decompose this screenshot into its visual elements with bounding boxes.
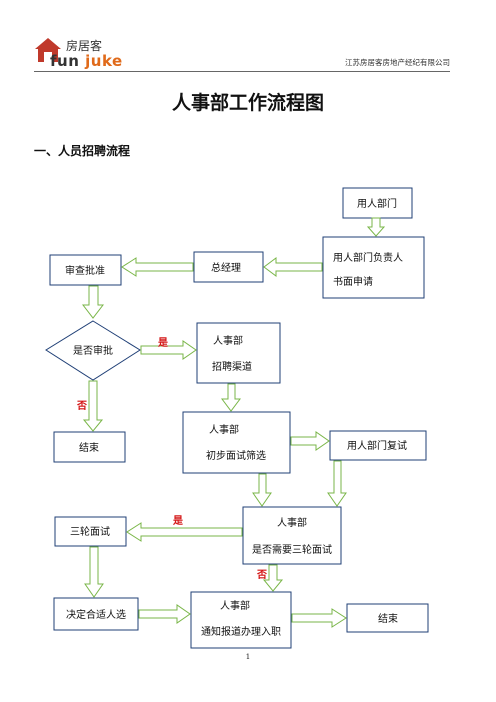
text-three-rounds: 三轮面试 bbox=[70, 525, 110, 538]
text-hr4-line2: 通知报道办理入职 bbox=[201, 625, 281, 638]
page-number: 1 bbox=[245, 653, 251, 661]
box-hr-channel bbox=[196, 322, 281, 384]
text-end-2: 结束 bbox=[378, 612, 398, 625]
box-end-2 bbox=[346, 603, 429, 633]
text-hr1-line1: 人事部 bbox=[213, 334, 243, 347]
arrow-left-1 bbox=[263, 257, 323, 277]
header-divider bbox=[34, 71, 450, 72]
label-yes-2: 是 bbox=[172, 515, 183, 527]
arrow-down-3 bbox=[82, 380, 104, 432]
box-three-rounds bbox=[54, 516, 127, 547]
logo-fun: fun bbox=[50, 52, 80, 70]
logo-english-text: fun juke bbox=[50, 52, 123, 70]
company-name: 江苏房居客房地产经纪有限公司 bbox=[345, 58, 450, 67]
arrow-down-1 bbox=[366, 217, 386, 237]
text-hr2-line2: 初步面试筛选 bbox=[206, 449, 266, 462]
arrow-right-2 bbox=[290, 431, 330, 451]
box-user-dept bbox=[342, 187, 413, 219]
arrow-down-4 bbox=[221, 383, 241, 412]
text-gm: 总经理 bbox=[211, 261, 241, 274]
text-hr3-line2: 是否需要三轮面试 bbox=[252, 543, 332, 556]
arrow-down-7 bbox=[262, 564, 284, 592]
box-hr-third-round bbox=[242, 506, 342, 565]
text-dept-head-line1: 用人部门负责人 bbox=[333, 251, 403, 264]
arrow-right-4 bbox=[291, 608, 347, 628]
box-dept-retest bbox=[329, 430, 427, 461]
text-hr4-line1: 人事部 bbox=[220, 599, 250, 612]
box-hr-screening bbox=[182, 411, 291, 474]
arrow-right-3 bbox=[138, 604, 191, 624]
arrow-left-3 bbox=[126, 522, 243, 542]
arrow-right-1 bbox=[140, 340, 197, 360]
text-hr3-line1: 人事部 bbox=[277, 516, 307, 529]
box-choose-candidate bbox=[53, 597, 139, 631]
box-hr-onboarding bbox=[190, 591, 292, 649]
section-title: 一、人员招聘流程 bbox=[34, 144, 131, 158]
text-decision: 是否审批 bbox=[73, 344, 113, 357]
arrow-left-2 bbox=[121, 257, 194, 277]
label-no-2: 否 bbox=[256, 569, 267, 581]
diamond-decision bbox=[45, 320, 141, 381]
text-hr2-line1: 人事部 bbox=[209, 423, 239, 436]
arrow-down-5 bbox=[252, 473, 272, 507]
text-review: 审查批准 bbox=[65, 264, 105, 277]
arrow-down-8 bbox=[84, 546, 104, 598]
text-end-1: 结束 bbox=[79, 441, 99, 454]
box-end-1 bbox=[53, 431, 126, 463]
text-choose: 决定合适人选 bbox=[66, 608, 126, 621]
document-title: 人事部工作流程图 bbox=[171, 92, 324, 114]
box-review bbox=[49, 254, 122, 286]
arrow-down-6 bbox=[327, 460, 347, 507]
house-logo-icon bbox=[35, 38, 61, 62]
box-dept-head bbox=[322, 236, 425, 299]
box-gm bbox=[193, 251, 264, 283]
text-user-dept: 用人部门 bbox=[357, 197, 397, 210]
text-dept-head-line2: 书面申请 bbox=[333, 275, 373, 288]
logo-juke: juke bbox=[85, 52, 123, 70]
arrow-down-2 bbox=[81, 285, 105, 319]
text-dept-retest: 用人部门复试 bbox=[347, 439, 407, 452]
text-hr1-line2: 招聘渠道 bbox=[212, 360, 252, 373]
label-yes-1: 是 bbox=[157, 337, 168, 349]
label-no-1: 否 bbox=[76, 400, 87, 412]
logo-chinese-text: 房居客 bbox=[66, 39, 103, 53]
